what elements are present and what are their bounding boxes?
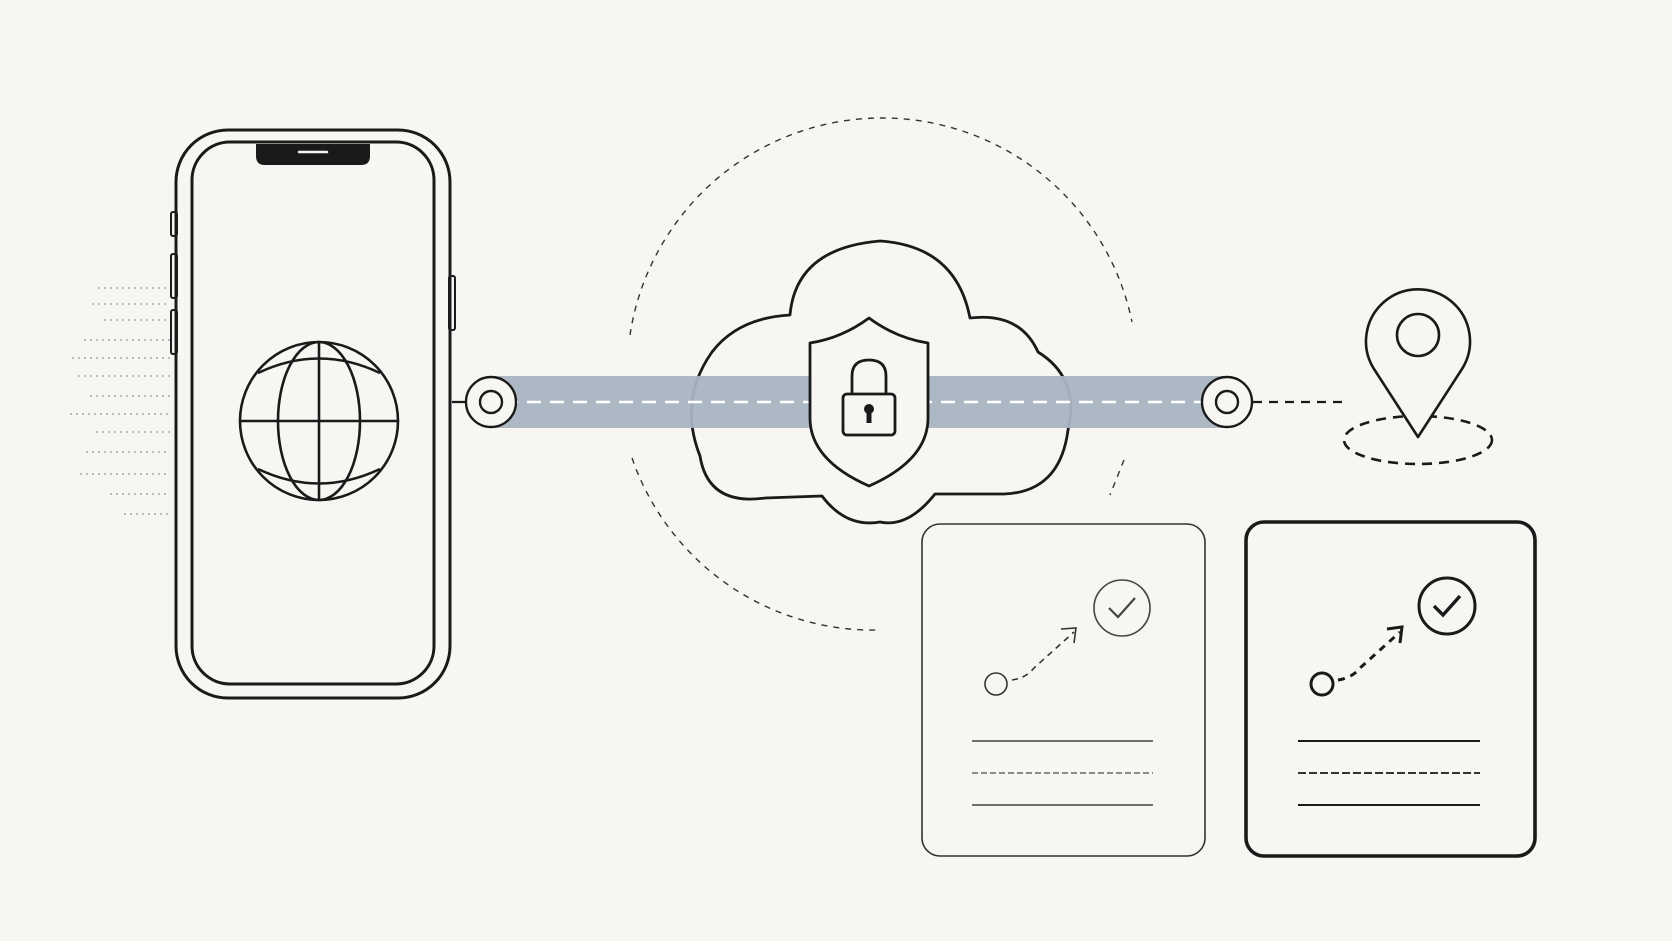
route-arrow-icon — [984, 627, 1077, 696]
phone-button-volume-up — [170, 253, 178, 299]
status-card-bold — [1244, 520, 1537, 858]
tunnel-left-node — [464, 375, 518, 429]
phone-notch — [256, 144, 370, 165]
orbit-ring — [629, 117, 1133, 631]
phone-button-volume-down — [170, 309, 178, 355]
phone-screen — [190, 140, 436, 686]
globe-icon — [238, 340, 400, 502]
phone-body — [174, 128, 452, 700]
smartphone-icon — [170, 128, 456, 700]
status-card-light — [921, 523, 1206, 857]
padlock-icon — [841, 358, 897, 437]
location-pin-icon — [1342, 288, 1494, 466]
phone-button-power — [448, 275, 456, 331]
tunnel-right-node — [1200, 375, 1254, 429]
motion-dashes — [70, 287, 170, 515]
pin-hole — [1395, 312, 1441, 358]
check-circle-icon — [1417, 576, 1477, 636]
pin-body — [1364, 288, 1472, 439]
check-circle-icon — [1093, 579, 1151, 637]
route-arrow-icon — [1309, 625, 1404, 697]
phone-button-mute — [170, 211, 178, 237]
